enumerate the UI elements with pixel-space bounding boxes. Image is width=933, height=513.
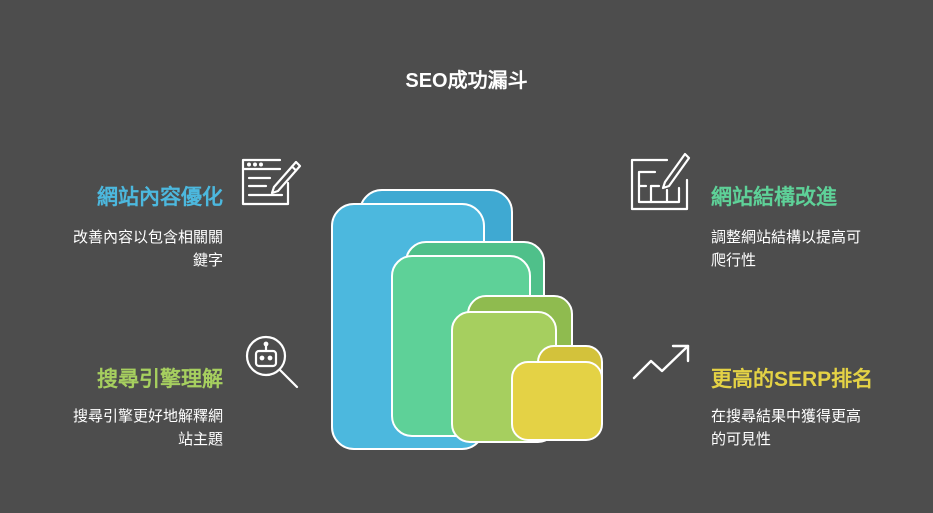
desc-content-optimization: 改善內容以包含相關關 鍵字 [73, 226, 223, 272]
diagram-title: SEO成功漏斗 [405, 70, 528, 92]
desc-line: 的可見性 [711, 431, 772, 448]
blueprint-edit-icon [630, 152, 691, 211]
desc-line: 在搜尋結果中獲得更高 [711, 408, 862, 425]
funnel-graphic [331, 189, 603, 450]
heading-structure-improvement: 網站結構改進 [711, 186, 837, 209]
desc-line: 搜尋引擎更好地解釋網 [72, 408, 223, 425]
desc-line: 改善內容以包含相關關 [72, 229, 223, 246]
desc-line: 調整網站結構以提高可 [711, 229, 862, 246]
desc-search-engine-understanding: 搜尋引擎更好地解釋網 站主題 [73, 405, 223, 451]
heading-search-engine-understanding: 搜尋引擎理解 [97, 368, 223, 391]
desc-higher-serp-ranking: 在搜尋結果中獲得更高 的可見性 [711, 405, 861, 451]
desc-structure-improvement: 調整網站結構以提高可 爬行性 [711, 226, 861, 272]
desc-line: 爬行性 [711, 252, 757, 269]
desc-line: 鍵字 [192, 252, 223, 269]
trending-up-icon [632, 344, 690, 380]
robot-search-icon [245, 335, 299, 389]
heading-higher-serp-ranking: 更高的SERP排名 [711, 368, 874, 391]
funnel-layer-yellow-front [511, 361, 603, 441]
desc-line: 站主題 [177, 431, 223, 448]
heading-content-optimization: 網站內容優化 [97, 186, 223, 209]
edit-document-icon [241, 158, 302, 206]
